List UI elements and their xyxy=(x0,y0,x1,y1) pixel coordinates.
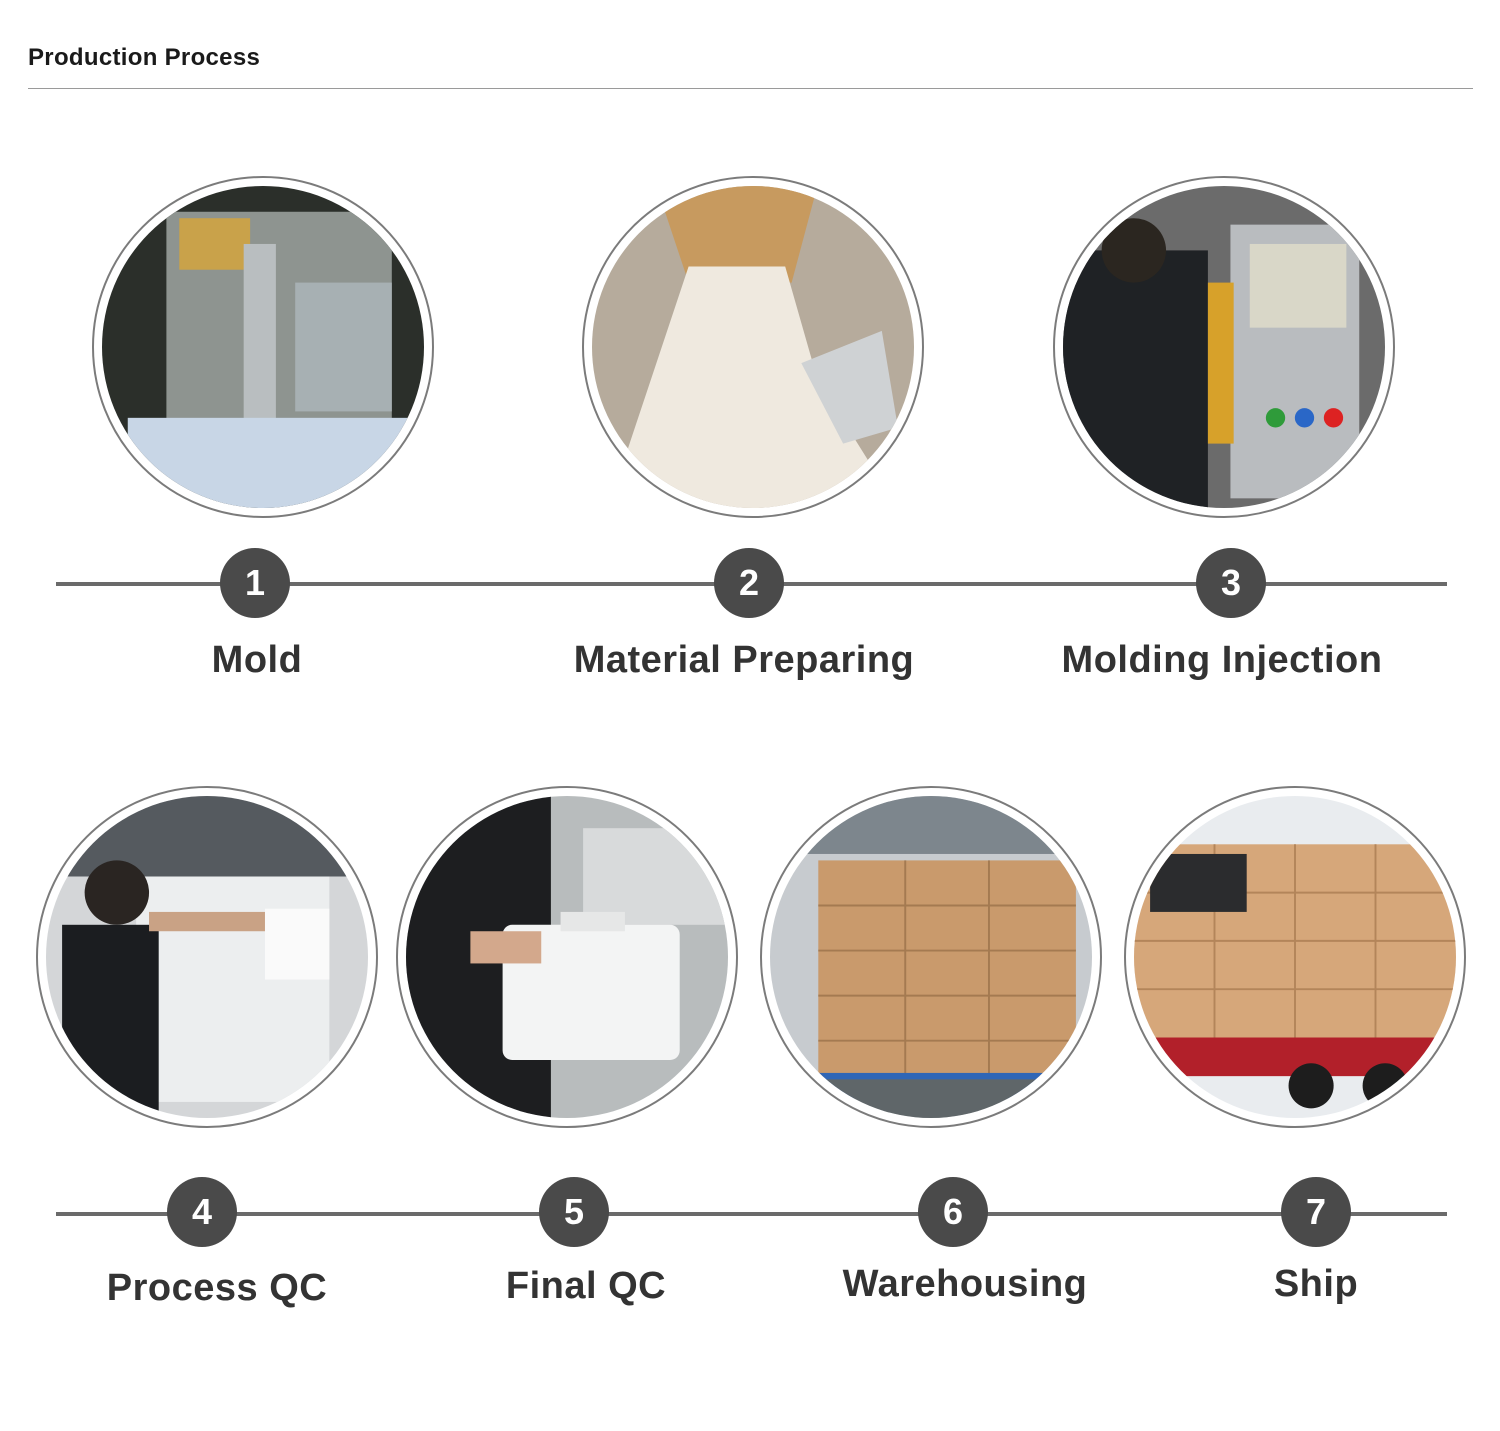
step-3-label: Molding Injection xyxy=(1061,639,1383,681)
warehousing-photo xyxy=(760,786,1102,1128)
step-7-label: Ship xyxy=(1273,1263,1359,1305)
header-divider xyxy=(28,88,1473,89)
step-6-label: Warehousing xyxy=(842,1263,1088,1305)
page-title: Production Process xyxy=(28,44,261,71)
step-4-badge: 4 xyxy=(167,1177,237,1247)
step-1-label: Mold xyxy=(211,639,303,681)
final-qc-photo xyxy=(396,786,738,1128)
ship-photo xyxy=(1124,786,1466,1128)
step-6-badge: 6 xyxy=(918,1177,988,1247)
molding-photo xyxy=(1053,176,1395,518)
step-3-badge: 3 xyxy=(1196,548,1266,618)
material-photo xyxy=(582,176,924,518)
step-7-badge: 7 xyxy=(1281,1177,1351,1247)
process-qc-photo xyxy=(36,786,378,1128)
step-5-badge: 5 xyxy=(539,1177,609,1247)
step-2-badge: 2 xyxy=(714,548,784,618)
step-4-label: Process QC xyxy=(106,1267,328,1309)
mold-photo xyxy=(92,176,434,518)
timeline-line-bottom xyxy=(56,1212,1447,1216)
step-1-badge: 1 xyxy=(220,548,290,618)
step-5-label: Final QC xyxy=(505,1265,667,1307)
step-2-label: Material Preparing xyxy=(573,639,915,681)
